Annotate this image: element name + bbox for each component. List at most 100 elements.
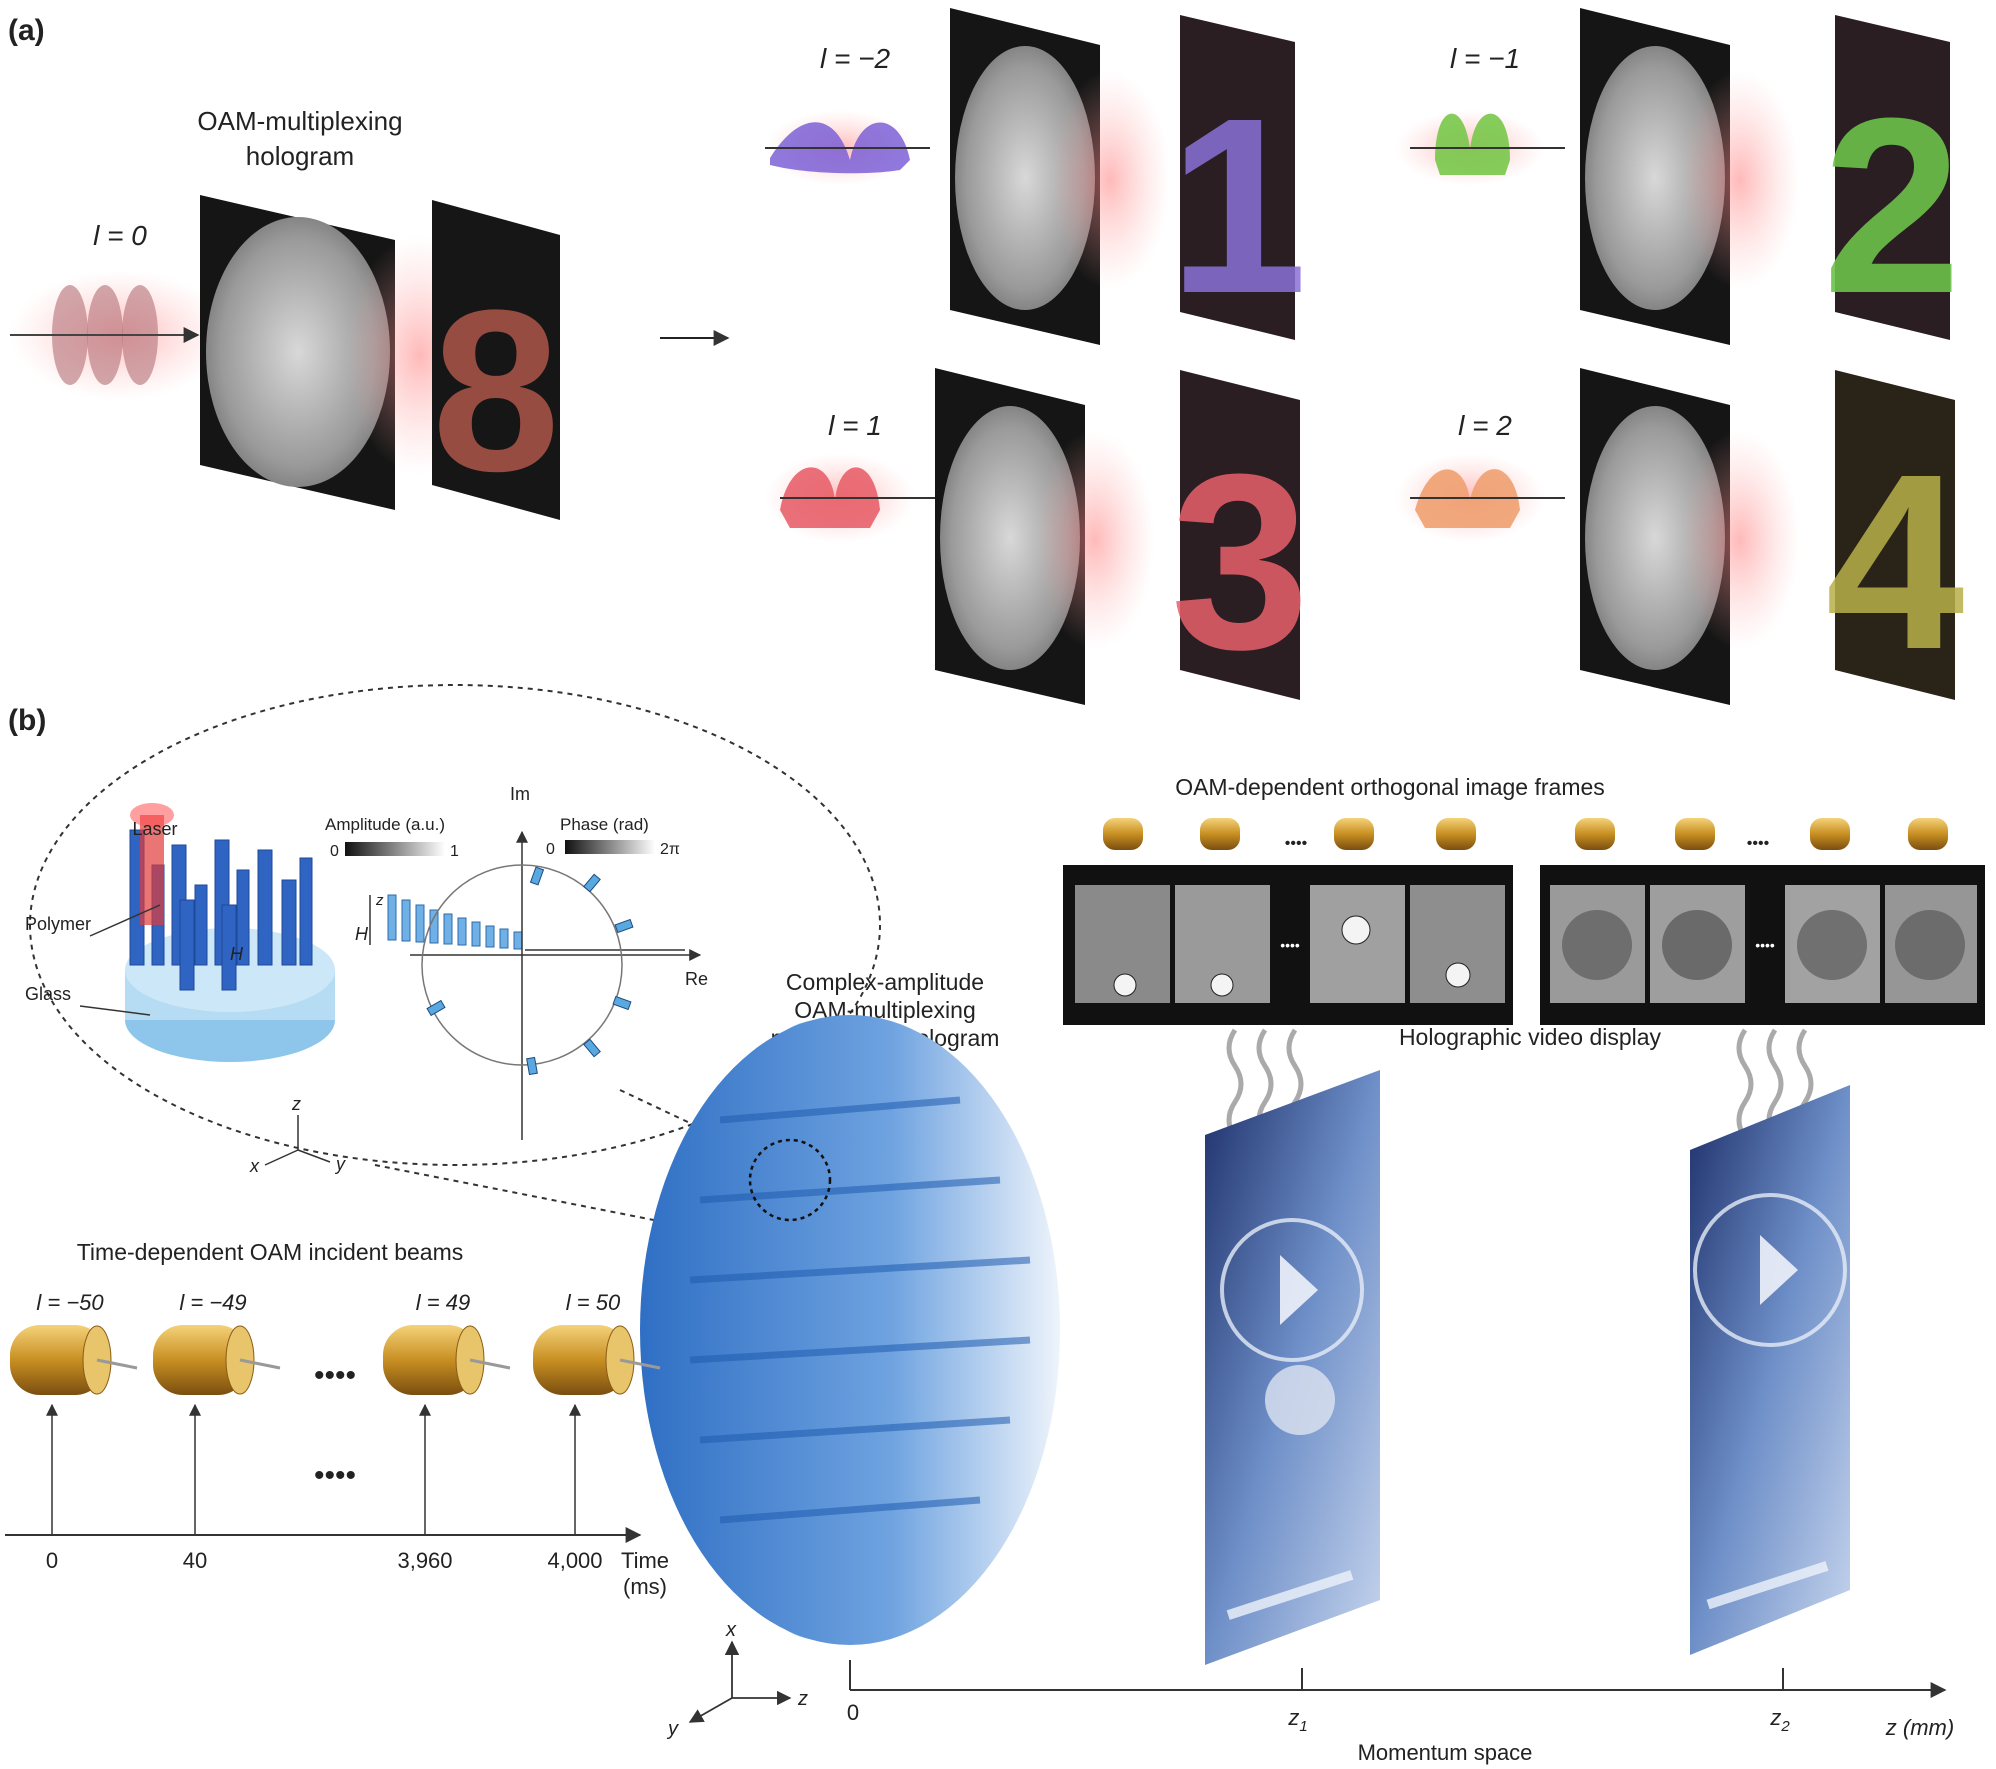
video-display-title: Holographic video display [1399,1024,1662,1050]
output-l-label: l = −1 [1450,43,1520,74]
inset-axis-y: y [334,1154,346,1174]
oam-beam: l = 50 4,000 [533,1290,661,1573]
frame-beam-icon [1810,818,1850,850]
beam-time-label: 3,960 [397,1548,452,1573]
coord-z: z [797,1688,808,1710]
frame-beam-icon [1200,818,1240,850]
output-l-label: l = 1 [828,410,882,441]
amplitude-min: 0 [330,843,339,860]
hologram-title-line1: OAM-multiplexing [197,106,402,136]
oam-beam: l = −50 0 [10,1290,138,1573]
film-ellipsis-1: •••• [1280,937,1300,953]
output-l-minus2: l = −2 1 [765,8,1308,345]
amplitude-max: 1 [450,843,459,860]
beam-time-label: 40 [183,1548,207,1573]
metasurface-title-1: Complex-amplitude [786,969,984,995]
time-label: Time [621,1548,669,1573]
input-l-label: l = 0 [93,220,147,251]
frame-beam-icon [1675,818,1715,850]
frame-beam-icon [1103,818,1143,850]
output-l-plus1: l = 1 3 [765,368,1310,705]
output-digit: 2 [1822,66,1961,345]
metasurface-hologram [640,1015,1060,1645]
time-unit-label: (ms) [623,1574,667,1599]
beam-cylinder [383,1325,478,1395]
oam-beam: l = 49 3,960 [383,1290,511,1573]
display-screen-1 [1205,1070,1380,1665]
frame-beam-icon [1575,818,1615,850]
amp-h-label: H [355,924,369,944]
coord-y: y [666,1718,679,1740]
output-l-minus1: l = −1 2 [1395,8,1962,345]
beams-title: Time-dependent OAM incident beams [77,1239,464,1265]
z-axis-zero: 0 [847,1700,859,1725]
phase-colorbar [565,840,655,854]
output-digit: 3 [1170,422,1309,701]
frame-beam-icons [1103,818,1948,850]
beam-cylinder [10,1325,105,1395]
beams-ellipsis-bottom: •••• [314,1459,356,1492]
glass-label: Glass [25,984,71,1004]
frame-beam-ellipsis-1: •••• [1285,835,1307,852]
real-axis-label: Re [685,969,708,989]
phase-max: 2π [660,841,680,858]
beam-direction-arrow [96,1358,138,1370]
film-ellipsis-2: •••• [1755,937,1775,953]
inset-axis-x: x [249,1156,260,1176]
oam-beams: l = −50 0 l = −49 40 l = 49 3,960 l = 50 4,000 [10,1290,661,1573]
coord-axes [688,1640,792,1723]
beam-direction-arrow [239,1358,281,1370]
pillar-height-label: H [230,944,244,964]
oam-hologram-plate [200,195,395,510]
beam-l-label: l = −49 [179,1290,246,1315]
amplitude-colorbar [345,842,445,856]
frame-beam-icon [1334,818,1374,850]
inset-axes [264,1115,331,1166]
phase-min: 0 [546,841,555,858]
polymer-label: Polymer [25,914,91,934]
frame-beam-icon [1436,818,1476,850]
frames-title: OAM-dependent orthogonal image frames [1175,774,1605,800]
frame-beam-ellipsis-2: •••• [1747,835,1769,852]
beam-direction-arrow [469,1358,511,1370]
panel-a-label: (a) [8,14,45,47]
z2-label: z2 [1769,1705,1790,1735]
film-strip-soccer: •••• [1063,865,1513,1025]
hologram-title-line2: hologram [246,141,354,171]
imag-axis-label: Im [510,784,530,804]
z1-label: z1 [1287,1705,1307,1735]
beam-cylinder [153,1325,248,1395]
z-axis-label: z (mm) [1885,1715,1954,1740]
nanopillar-inset: Laser Polymer Glass H z x y Amplitude (a… [25,684,881,1176]
momentum-space-caption: Momentum space [1358,1740,1533,1765]
output-l-label: l = 2 [1458,410,1512,441]
input-beam [10,270,230,400]
beam-l-label: l = 49 [416,1290,470,1315]
output-l-plus2: l = 2 4 [1395,368,1965,705]
oam-beam: l = −49 40 [153,1290,281,1573]
beam-cylinder [533,1325,628,1395]
laser-label: Laser [132,819,177,839]
svg-text:8: 8 [432,262,560,519]
output-reconstructions: l = −2 1 l = −1 2 l = 1 [765,8,1965,705]
amp-z-label: z [375,892,384,909]
beam-direction-arrow [619,1358,661,1370]
film-strip-basketball: •••• [1540,865,1985,1025]
output-l-label: l = −2 [820,43,890,74]
phase-label: Phase (rad) [560,815,649,834]
output-digit: 4 [1825,422,1964,701]
beam-time-label: 0 [46,1548,58,1573]
beam-l-label: l = −50 [36,1290,104,1315]
beams-ellipsis-top: •••• [314,1359,356,1392]
panel-b-label: (b) [8,704,46,737]
coord-x: x [725,1619,737,1641]
z-axis [849,1660,1947,1698]
output-digit: 1 [1168,66,1307,345]
inset-axis-z: z [291,1094,301,1114]
frame-beam-icon [1908,818,1948,850]
display-screen-2 [1690,1085,1850,1655]
beam-time-label: 4,000 [547,1548,602,1573]
inset-connector-2 [619,1089,801,1176]
beam-l-label: l = 50 [566,1290,621,1315]
multiplexed-image-plate: 8 [432,200,560,520]
